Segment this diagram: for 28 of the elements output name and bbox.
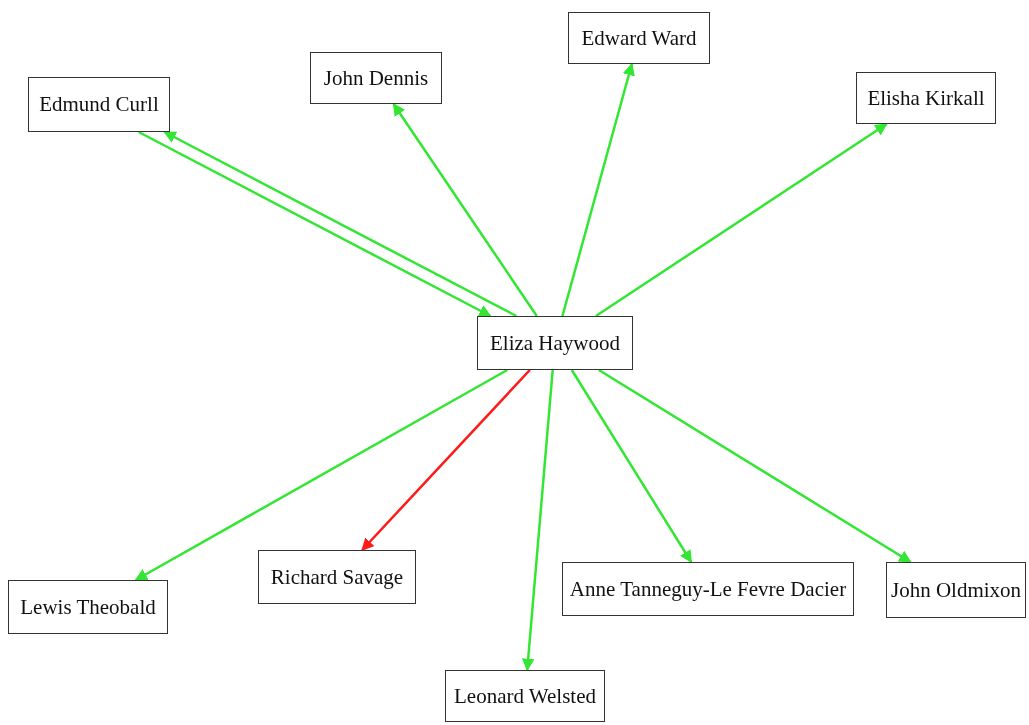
name-box	[258, 550, 416, 604]
person-name: John Oldmixon	[890, 577, 1022, 603]
arrow	[598, 368, 912, 564]
name-box	[568, 12, 710, 64]
arrow	[561, 62, 635, 317]
arrow	[521, 369, 554, 672]
arrow	[595, 122, 888, 318]
arrow	[392, 102, 538, 317]
name-box	[886, 562, 1026, 618]
arrow	[361, 369, 531, 551]
person-name: Elisha Kirkall	[867, 85, 985, 111]
person-name: Eliza Haywood	[489, 330, 620, 356]
name-box	[856, 72, 996, 124]
person-name: Edward Ward	[581, 25, 697, 51]
person-name: Edmund Curll	[39, 92, 159, 117]
name-box	[310, 52, 442, 104]
name-box	[562, 562, 854, 616]
person-name: Anne Tanneguy-Le Fevre Dacier	[569, 576, 847, 602]
arrow	[134, 368, 508, 582]
name-box	[28, 77, 170, 132]
person-name: Lewis Theobald	[20, 594, 156, 620]
arrow	[570, 369, 693, 564]
person-name: John Dennis	[323, 65, 429, 91]
name-box	[445, 670, 605, 722]
name-box	[477, 316, 633, 370]
person-name: Richard Savage	[270, 564, 404, 590]
name-box	[8, 580, 168, 634]
person-name: Leonard Welsted	[454, 683, 596, 709]
